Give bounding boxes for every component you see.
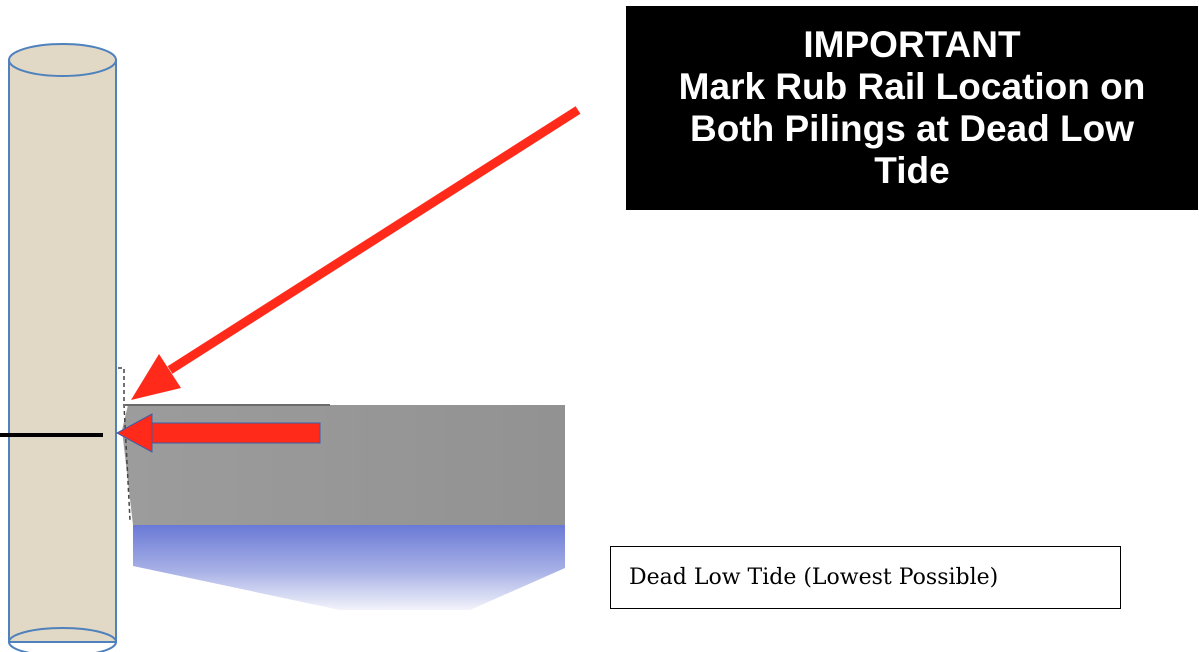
notice-line: IMPORTANT	[803, 24, 1021, 65]
piling	[8, 43, 117, 652]
boat-hull	[118, 367, 565, 525]
tide-label-box: Dead Low Tide (Lowest Possible)	[610, 546, 1121, 609]
notice-line: Mark Rub Rail Location on	[678, 66, 1146, 107]
horizontal-arrow-icon	[115, 413, 321, 453]
notice-line: Both Pilings at Dead Low	[689, 108, 1135, 149]
tide-label: Dead Low Tide (Lowest Possible)	[629, 565, 999, 590]
diagonal-arrow-icon	[131, 106, 581, 400]
notice-line: Tide	[874, 150, 950, 191]
water-area	[133, 525, 565, 610]
important-notice: IMPORTANT Mark Rub Rail Location on Both…	[626, 6, 1198, 210]
